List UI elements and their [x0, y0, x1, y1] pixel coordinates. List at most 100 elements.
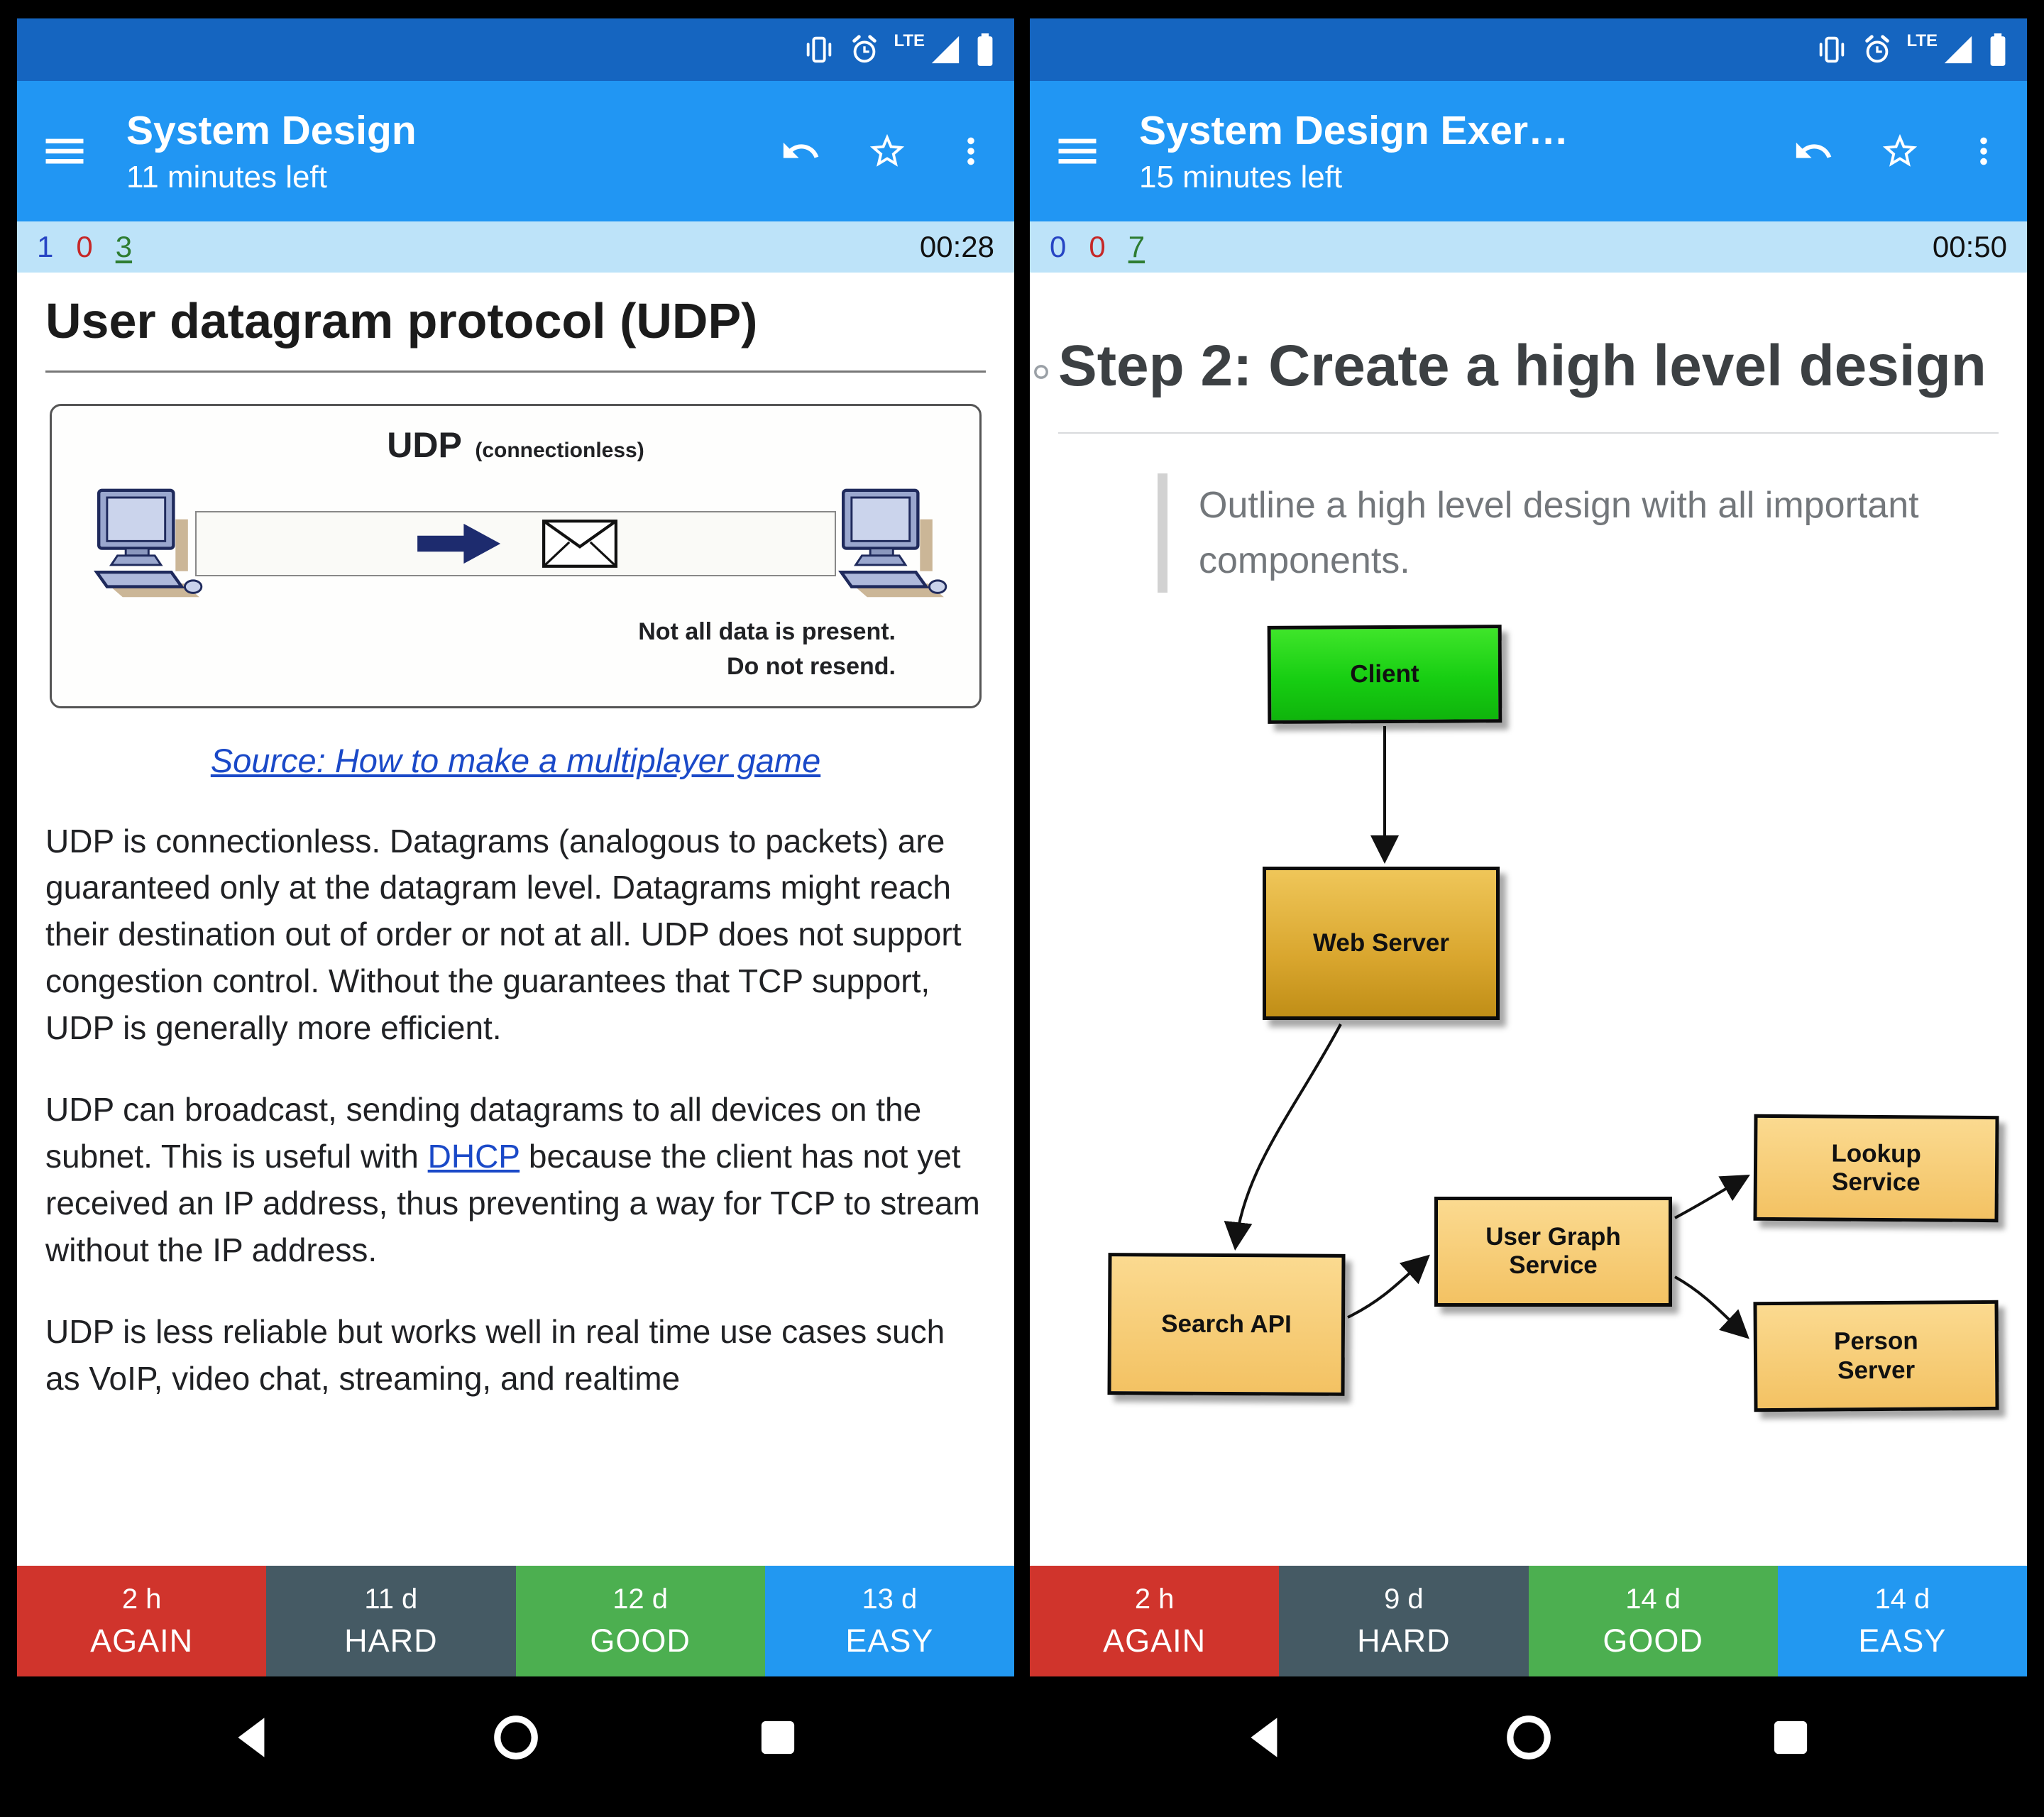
star-icon[interactable] — [867, 131, 908, 172]
menu-icon[interactable] — [43, 129, 87, 173]
undo-icon[interactable] — [1793, 131, 1834, 172]
back-button[interactable] — [1240, 1711, 1292, 1764]
recents-button[interactable] — [752, 1711, 804, 1764]
home-button[interactable] — [490, 1711, 542, 1764]
source-link[interactable]: Source: How to make a multiplayer game — [210, 741, 821, 779]
app-bar: System Design Exer… 15 minutes left — [1030, 81, 2027, 221]
figure-subtitle: (connectionless) — [475, 439, 644, 462]
figure-illustration — [76, 484, 955, 603]
hard-interval: 9 d — [1384, 1583, 1424, 1615]
hard-label: HARD — [344, 1622, 438, 1659]
diagram-arrows — [1224, 725, 1750, 1339]
hard-label: HARD — [1357, 1622, 1451, 1659]
card-content: User datagram protocol (UDP) UDP (connec… — [17, 273, 1014, 1566]
figure-title: UDP — [387, 425, 462, 465]
app-bar-actions — [780, 131, 989, 172]
card-timer: 00:28 — [919, 230, 994, 263]
step-title-text: Step 2: Create a high level design — [1058, 334, 1987, 398]
paragraph-text: UDP can broadcast, sending datagrams to … — [45, 1091, 922, 1175]
review-count: 7 — [1128, 230, 1145, 263]
alarm-icon — [1861, 33, 1894, 66]
app-bar: System Design 11 minutes left — [17, 81, 1014, 221]
easy-interval: 13 d — [862, 1583, 918, 1615]
hard-interval: 11 d — [364, 1583, 418, 1615]
deck-title: System Design — [126, 108, 417, 153]
figure-caption: Not all data is present. Do not resend. — [76, 615, 955, 685]
search-api-node: Search API — [1107, 1252, 1346, 1396]
hard-button[interactable]: 11 d HARD — [266, 1566, 516, 1676]
paragraph-text: because the client has not yet received … — [45, 1138, 980, 1268]
paragraph-udp-connectionless: UDP is connectionless. Datagrams (analog… — [45, 822, 962, 1046]
android-nav-bar — [1030, 1676, 2027, 1799]
instruction-quote: Outline a high level design with all imp… — [1158, 473, 1984, 593]
easy-button[interactable]: 13 d EASY — [764, 1566, 1014, 1676]
learning-count: 0 — [1089, 230, 1106, 263]
again-interval: 2 h — [1134, 1583, 1175, 1615]
card-counter-bar: 0 0 7 00:50 — [1030, 221, 2027, 273]
signal-icon — [929, 33, 962, 66]
signal-icon — [1942, 33, 1974, 66]
back-button[interactable] — [227, 1711, 280, 1764]
alarm-icon — [848, 33, 881, 66]
computer-icon — [76, 484, 211, 603]
network-type-label: LTE — [1906, 31, 1938, 50]
good-button[interactable]: 12 d GOOD — [515, 1566, 765, 1676]
menu-icon[interactable] — [1055, 129, 1099, 173]
title-divider — [1058, 432, 1999, 434]
card-timer: 00:50 — [1932, 230, 2007, 263]
network-type-label: LTE — [894, 31, 925, 50]
overflow-menu-icon[interactable] — [1966, 131, 2001, 172]
card-content: Step 2: Create a high level design Outli… — [1030, 273, 2027, 1566]
star-icon[interactable] — [1879, 131, 1921, 172]
good-button[interactable]: 14 d GOOD — [1528, 1566, 1778, 1676]
vibrate-icon — [1815, 33, 1848, 66]
again-interval: 2 h — [121, 1583, 162, 1615]
app-bar-titles: System Design 11 minutes left — [126, 107, 780, 195]
lookup-service-node: Lookup Service — [1753, 1114, 1999, 1222]
figure-heading: UDP (connectionless) — [76, 424, 955, 466]
answer-buttons-bar: 2 h AGAIN 11 d HARD 12 d GOOD 13 d EASY — [17, 1566, 1014, 1676]
user-graph-service-node: User Graph Service — [1434, 1196, 1672, 1307]
arrow-usergraph-to-lookup — [1674, 1174, 1750, 1219]
high-level-design-diagram: Client Web Server Search API User Graph … — [1058, 618, 1999, 1442]
deck-title: System Design Exer… — [1139, 108, 1569, 153]
udp-diagram-figure: UDP (connectionless) Not all data is pre… — [50, 404, 982, 708]
title-divider — [45, 370, 986, 373]
card-counter-bar: 1 0 3 00:28 — [17, 221, 1014, 273]
new-count: 0 — [1050, 230, 1067, 263]
recents-button[interactable] — [1764, 1711, 1817, 1764]
again-button[interactable]: 2 h AGAIN — [1030, 1566, 1280, 1676]
new-count: 1 — [37, 230, 54, 263]
battery-icon — [974, 32, 996, 67]
undo-icon[interactable] — [780, 131, 821, 172]
arrow-right-icon — [414, 518, 508, 569]
app-bar-titles: System Design Exer… 15 minutes left — [1139, 107, 1793, 195]
anchor-icon — [1031, 362, 1051, 382]
again-button[interactable]: 2 h AGAIN — [17, 1566, 267, 1676]
battery-icon — [1987, 32, 2009, 67]
arrow-usergraph-to-person — [1674, 1275, 1749, 1339]
again-label: AGAIN — [1103, 1622, 1207, 1659]
right-phone-screen: LTE System Design Exer… 15 minutes left … — [1030, 18, 2027, 1799]
easy-label: EASY — [845, 1622, 934, 1659]
paragraph-udp-broadcast: UDP can broadcast, sending datagrams to … — [45, 1087, 986, 1273]
envelope-icon — [542, 520, 617, 568]
status-bar: LTE — [1030, 18, 2027, 81]
dhcp-link[interactable]: DHCP — [427, 1138, 520, 1175]
card-question-title: Step 2: Create a high level design — [1058, 332, 1999, 401]
hard-button[interactable]: 9 d HARD — [1279, 1566, 1529, 1676]
overflow-menu-icon[interactable] — [953, 131, 989, 172]
answer-buttons-bar: 2 h AGAIN 9 d HARD 14 d GOOD 14 d EASY — [1030, 1566, 2027, 1676]
caption-line-1: Not all data is present. — [638, 618, 896, 645]
time-left-label: 15 minutes left — [1139, 160, 1343, 194]
easy-button[interactable]: 14 d EASY — [1777, 1566, 2027, 1676]
good-interval: 14 d — [1625, 1583, 1681, 1615]
card-question-title: User datagram protocol (UDP) — [45, 293, 758, 348]
vibrate-icon — [803, 33, 835, 66]
home-button[interactable] — [1502, 1711, 1555, 1764]
good-label: GOOD — [1603, 1622, 1703, 1659]
status-bar: LTE — [17, 18, 1014, 81]
easy-interval: 14 d — [1874, 1583, 1930, 1615]
caption-line-2: Do not resend. — [726, 653, 896, 681]
